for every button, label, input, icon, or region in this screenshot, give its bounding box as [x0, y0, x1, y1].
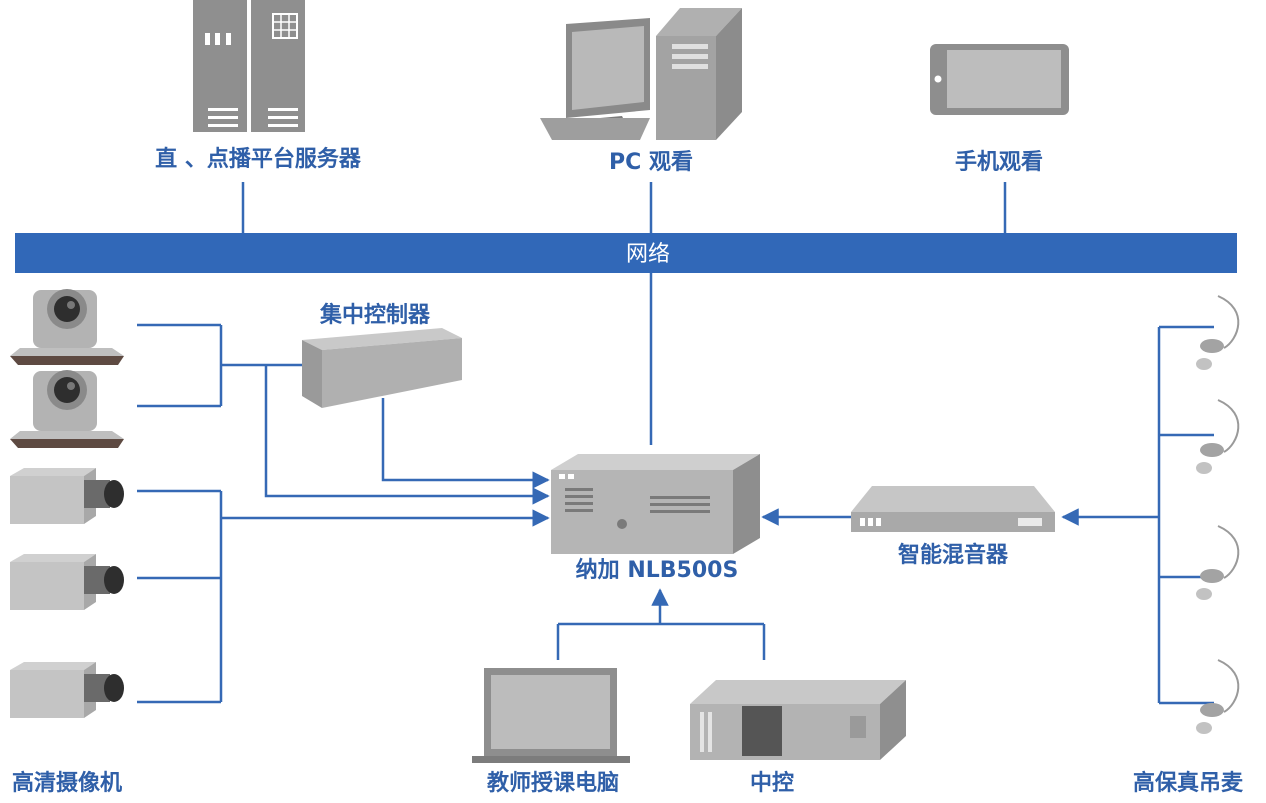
central-control-unit-icon — [690, 680, 906, 760]
pc-label: PC 观看 — [609, 150, 693, 175]
phone-label: 手机观看 — [955, 150, 1043, 175]
camera-wiring — [137, 323, 550, 704]
ptz-camera-icon — [10, 370, 124, 448]
ptz-camera-icon — [10, 289, 124, 365]
microphones-label: 高保真吊麦 — [1133, 770, 1244, 796]
network-bar: 网络 — [15, 233, 1237, 273]
mixer-label: 智能混音器 — [898, 542, 1009, 568]
box-camera-icon — [10, 554, 124, 610]
box-camera-icon — [10, 662, 124, 718]
laptop-icon — [472, 668, 630, 763]
hanging-microphone-icon — [1196, 399, 1240, 474]
cameras-label: 高清摄像机 — [12, 770, 122, 796]
network-label: 网络 — [626, 242, 670, 267]
desktop-computer-icon — [540, 8, 742, 140]
server-label: 直 、点播平台服务器 — [155, 146, 362, 172]
hanging-microphone-icon — [1196, 659, 1240, 734]
box-camera-icon — [10, 468, 124, 524]
mobile-phone-icon — [930, 44, 1069, 115]
bottom-wiring — [556, 588, 766, 660]
mic-wiring — [1061, 325, 1214, 705]
recorder-unit-icon — [551, 454, 760, 554]
hanging-microphone-icon — [1196, 295, 1240, 370]
controller-to-recorder-line — [381, 398, 550, 489]
controller-box-icon — [302, 328, 462, 408]
hanging-microphone-icon — [1196, 525, 1240, 600]
audio-mixer-icon — [851, 486, 1055, 532]
central-control-label: 中控 — [750, 770, 794, 796]
server-rack-icon — [193, 0, 305, 132]
recorder-label: 纳加 NLB500S — [576, 557, 739, 583]
network-uplinks — [241, 182, 1007, 233]
laptop-label: 教师授课电脑 — [487, 770, 619, 796]
controller-label: 集中控制器 — [319, 302, 431, 328]
